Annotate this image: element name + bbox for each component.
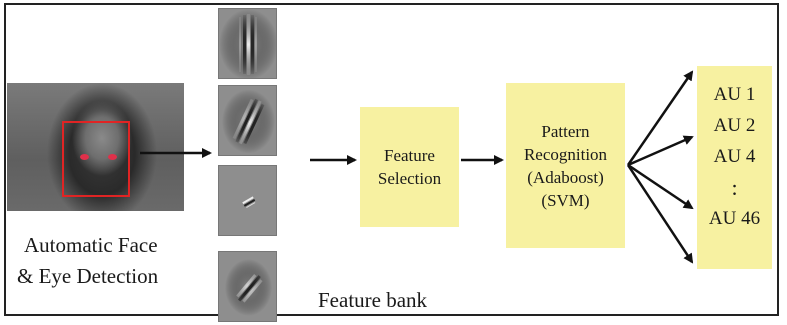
gabor-filter-1 <box>218 8 277 79</box>
gabor-filter-3 <box>218 165 277 236</box>
pattern-recognition-line1: Pattern <box>541 121 590 141</box>
au-4: AU 4 <box>713 146 756 167</box>
feature-selection-box: Feature Selection <box>360 107 459 227</box>
au-46: AU 46 <box>708 208 761 229</box>
diagram-border <box>4 3 779 316</box>
detection-caption-line1: Automatic Face <box>24 233 158 257</box>
arrow-to-au4 <box>627 163 694 210</box>
feature-selection-line1: Feature <box>384 146 435 165</box>
pattern-recognition-line2: Recognition <box>523 144 608 164</box>
gabor-filter-4 <box>218 251 277 322</box>
au-ellipsis: : <box>731 175 738 200</box>
arrow-to-au1 <box>626 70 694 166</box>
pattern-recognition-box: Pattern Recognition (Adaboost) (SVM) <box>506 83 625 248</box>
pattern-recognition-line3: (Adaboost) <box>527 167 604 187</box>
detection-caption-line2: & Eye Detection <box>17 264 159 288</box>
au-2: AU 2 <box>713 115 756 136</box>
arrow-to-au46 <box>626 164 694 264</box>
au-1: AU 1 <box>713 84 756 105</box>
action-units-box: AU 1 AU 2 AU 4 : AU 46 <box>697 66 772 269</box>
feature-selection-line2: Selection <box>377 169 442 188</box>
arrow-to-au2 <box>627 135 694 167</box>
left-eye-marker <box>80 154 89 160</box>
face-photo <box>7 83 184 211</box>
gabor-filter-2 <box>218 85 277 156</box>
pattern-recognition-line4: (SVM) <box>541 190 590 210</box>
feature-bank-label: Feature bank <box>318 288 428 312</box>
face-detection-box <box>62 121 130 197</box>
right-eye-marker <box>108 154 117 160</box>
